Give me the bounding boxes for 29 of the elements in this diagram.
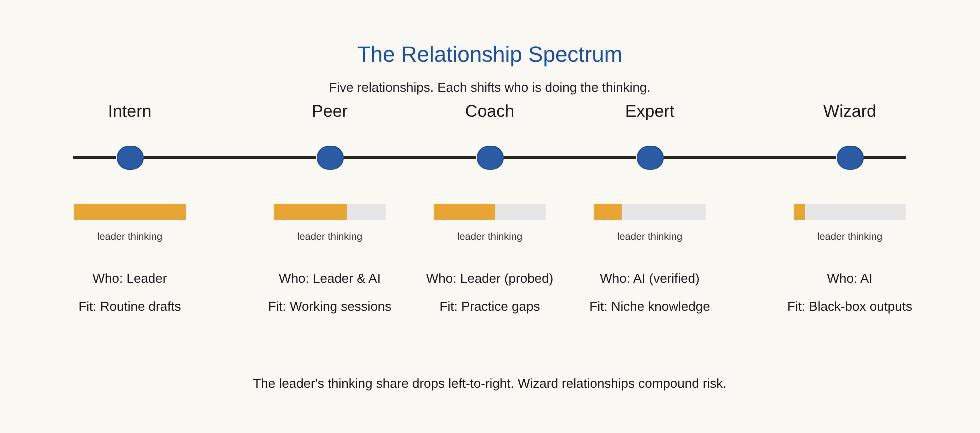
- who-text: Who: Leader & AI: [279, 270, 381, 288]
- bar-caption: leader thinking: [817, 231, 883, 244]
- fit-text: Fit: Niche knowledge: [590, 298, 710, 316]
- timeline-line: [73, 156, 116, 160]
- fit-text: Fit: Working sessions: [268, 298, 392, 316]
- stage-label: Peer: [312, 102, 348, 122]
- fit-text: Fit: Routine drafts: [78, 298, 182, 316]
- bar-caption: leader thinking: [297, 231, 363, 244]
- fit-text: Fit: Black-box outputs: [788, 298, 912, 316]
- bar-caption: leader thinking: [457, 231, 523, 244]
- who-text: Who: AI: [827, 270, 873, 288]
- who-text: Who: AI (verified): [600, 270, 700, 288]
- subtitle: Five relationships. Each shifts who is doing the thinking.: [329, 79, 651, 97]
- bar-caption: leader thinking: [617, 231, 683, 244]
- stage-label: Wizard: [824, 102, 876, 122]
- timeline-line: [504, 156, 636, 160]
- stage-label: Coach: [465, 102, 515, 122]
- timeline-line: [864, 156, 906, 160]
- title: The Relationship Spectrum: [357, 41, 623, 69]
- fit-text: Fit: Practice gaps: [440, 298, 540, 316]
- bar-caption: leader thinking: [97, 231, 163, 244]
- who-text: Who: Leader (probed): [426, 270, 554, 288]
- timeline-line: [144, 156, 316, 160]
- stage-label: Expert: [625, 102, 675, 122]
- stage-label: Intern: [108, 102, 152, 122]
- caption: The leader's thinking share drops left-to-right. Wizard relationships compound risk.: [253, 375, 727, 393]
- who-text: Who: Leader: [92, 270, 168, 288]
- timeline-line: [344, 156, 476, 160]
- timeline-line: [664, 156, 836, 160]
